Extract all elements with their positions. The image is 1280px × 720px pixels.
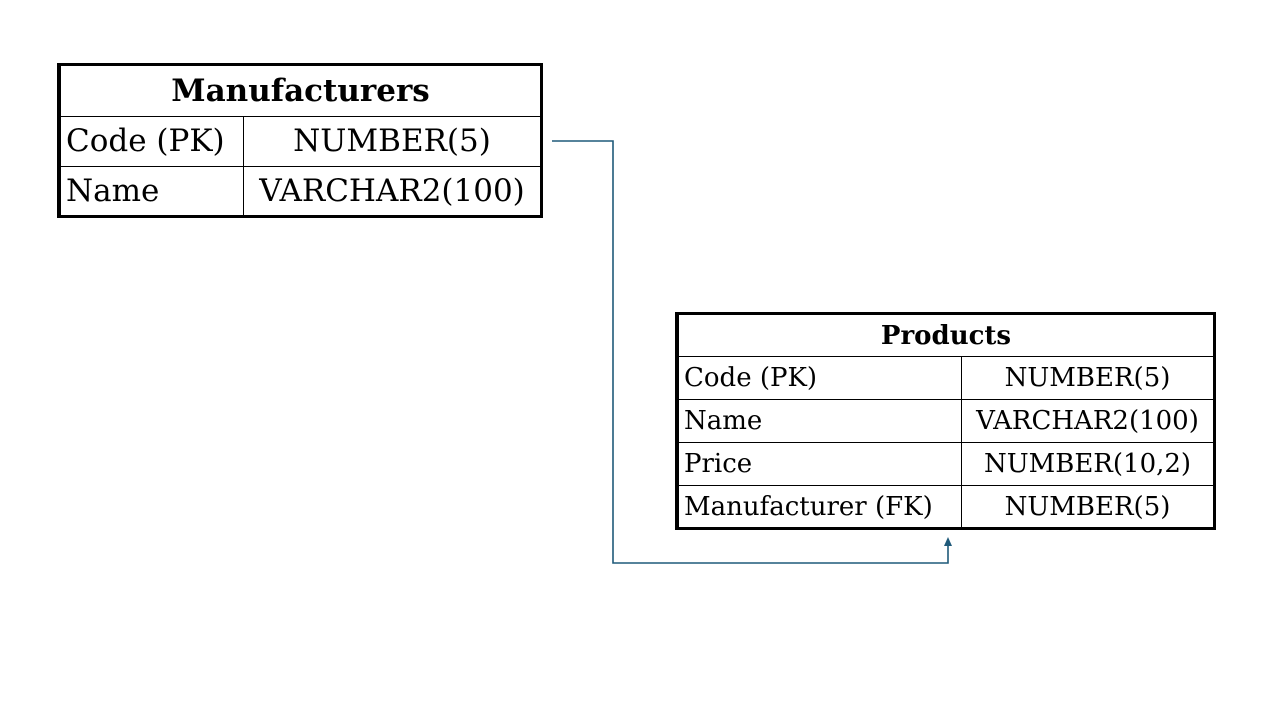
manufacturers-table: Manufacturers Code (PK) NUMBER(5) Name V… (58, 63, 543, 218)
column-type: VARCHAR2(100) (961, 399, 1215, 443)
connector-line (552, 140, 949, 564)
products-table: Products Code (PK) NUMBER(5) Name VARCHA… (676, 312, 1216, 530)
arrowhead-icon (944, 537, 952, 546)
column-name: Price (677, 442, 962, 486)
column-name: Name (59, 166, 244, 217)
table-row: Code (PK) NUMBER(5) (677, 356, 1215, 400)
table-row: Name VARCHAR2(100) (59, 166, 542, 217)
table-title: Products (677, 313, 1215, 357)
table-row: Price NUMBER(10,2) (677, 442, 1215, 486)
table-header-row: Products (677, 313, 1215, 357)
column-type: NUMBER(5) (243, 116, 542, 167)
table-row: Manufacturer (FK) NUMBER(5) (677, 485, 1215, 529)
column-type: VARCHAR2(100) (243, 166, 542, 217)
column-type: NUMBER(5) (961, 356, 1215, 400)
column-name: Code (PK) (677, 356, 962, 400)
column-type: NUMBER(10,2) (961, 442, 1215, 486)
column-type: NUMBER(5) (961, 485, 1215, 529)
column-name: Manufacturer (FK) (677, 485, 962, 529)
